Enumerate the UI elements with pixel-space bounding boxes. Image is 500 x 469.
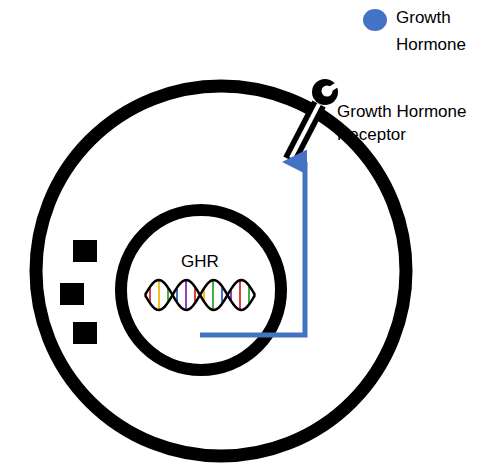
dna-helix [145, 280, 255, 310]
organelle-square [73, 240, 97, 262]
receptor-node: Growth Hormone Receptor [285, 80, 355, 160]
dna-strand [145, 280, 255, 310]
organelle-square [73, 322, 97, 344]
node-label: GHR [140, 252, 260, 272]
receptor-head [312, 79, 338, 105]
dna-rung [185, 280, 187, 310]
organelle-square [60, 283, 84, 305]
expression-arrow [200, 162, 305, 335]
node-label: Growth Hormone [396, 4, 478, 58]
receptor-notch [327, 83, 340, 91]
node-label: Growth Hormone Receptor [337, 100, 482, 146]
dna-rung [158, 280, 160, 310]
dna-strand [145, 280, 255, 310]
hormone-node: Growth Hormone [362, 8, 388, 32]
dna-rung [239, 280, 241, 310]
hormone-dot [363, 9, 387, 31]
receptor-channel [291, 104, 319, 158]
receptor-stalk [290, 104, 319, 160]
nucleus-envelope [121, 210, 281, 370]
dna-rung [212, 280, 214, 310]
gene-node: GHR [140, 250, 260, 335]
node-shape [362, 8, 388, 32]
